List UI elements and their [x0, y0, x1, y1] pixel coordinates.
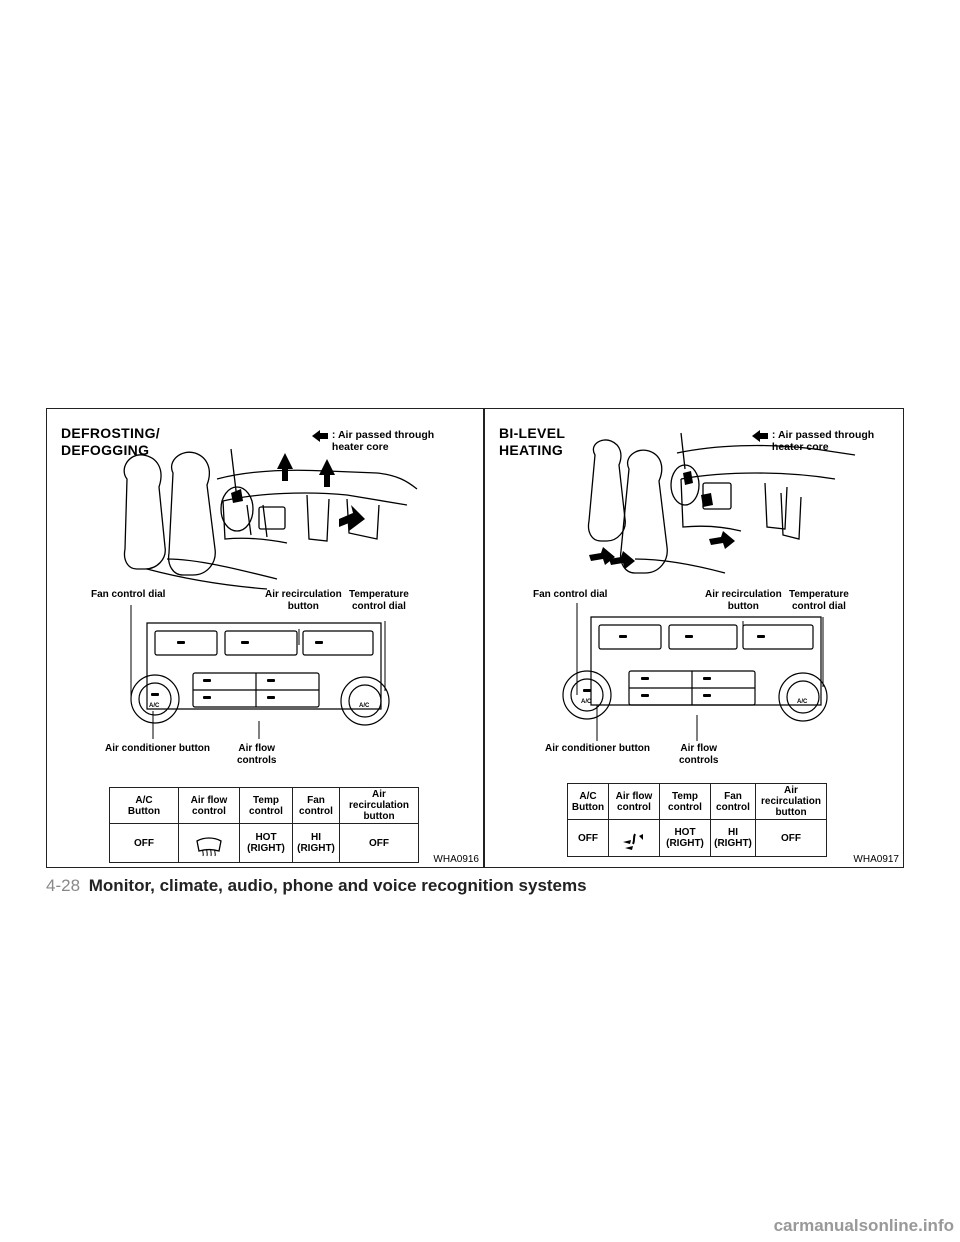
air-flow-controls-label: Air flow controls — [237, 743, 277, 766]
cell-fan: HI (RIGHT) — [710, 819, 756, 857]
header-recirculation: Air recirculation button — [755, 783, 827, 820]
legend: : Air passed through heater core — [311, 429, 434, 453]
air-recirculation-button-label: Air recirculation button — [705, 589, 782, 612]
heater-arrow-icon — [312, 430, 328, 442]
ac-dial-label: A/C — [581, 699, 592, 705]
cell-airflow — [178, 823, 240, 863]
temperature-control-dial-label: Temperature control dial — [789, 589, 849, 612]
cell-temp: HOT (RIGHT) — [239, 823, 293, 863]
bi-level-heating-figure: BI-LEVEL HEATING : Air passed through he… — [484, 408, 904, 868]
table-row: OFF HOT (RIGHT) HI (RIGHT) OFF — [567, 819, 827, 857]
figure-code: WHA0916 — [433, 854, 479, 865]
legend-text: : Air passed through heater core — [331, 429, 435, 453]
figure-title: BI-LEVEL HEATING — [499, 425, 566, 458]
header-ac-button: A/C Button — [567, 783, 609, 820]
cell-fan: HI (RIGHT) — [292, 823, 340, 863]
fan-control-dial-label: Fan control dial — [533, 589, 608, 600]
cabin-illustration: A/C A/C — [123, 448, 418, 739]
cabin-illustration: A/C A/C — [562, 432, 856, 741]
air-flow-controls-label: Air flow controls — [679, 743, 719, 766]
page-footer: 4-28 Monitor, climate, audio, phone and … — [46, 876, 587, 896]
table-header-row: A/C Button Air flow control Temp control… — [109, 787, 419, 824]
ac-dial-label: A/C — [149, 703, 160, 709]
page-number: 4-28 — [46, 876, 81, 895]
cell-ac: OFF — [109, 823, 179, 863]
cell-airflow — [608, 819, 660, 857]
fan-control-dial-label: Fan control dial — [91, 589, 166, 600]
header-fan: Fan control — [292, 787, 340, 824]
settings-table: A/C Button Air flow control Temp control… — [109, 787, 419, 863]
air-recirculation-button-label: Air recirculation button — [265, 589, 342, 612]
cell-temp: HOT (RIGHT) — [659, 819, 711, 857]
header-fan: Fan control — [710, 783, 756, 820]
ac-dial-label: A/C — [797, 699, 808, 705]
bi-level-icon — [623, 833, 643, 850]
header-temp: Temp control — [239, 787, 293, 824]
air-conditioner-button-label: Air conditioner button — [545, 743, 650, 754]
table-row: OFF HOT (RIGHT) HI (RIGHT) OFF — [109, 823, 419, 863]
ac-dial-label: A/C — [359, 703, 370, 709]
cell-recirculation: OFF — [339, 823, 419, 863]
air-conditioner-button-label: Air conditioner button — [105, 743, 210, 754]
header-ac-button: A/C Button — [109, 787, 179, 824]
section-title: Monitor, climate, audio, phone and voice… — [88, 876, 587, 895]
heater-arrow-icon — [752, 430, 768, 442]
header-temp: Temp control — [659, 783, 711, 820]
defrost-icon — [196, 837, 222, 857]
cell-ac: OFF — [567, 819, 609, 857]
header-recirculation: Air recirculation button — [339, 787, 419, 824]
figure-title: DEFROSTING/ DEFOGGING — [61, 425, 160, 458]
temperature-control-dial-label: Temperature control dial — [349, 589, 409, 612]
header-airflow: Air flow control — [608, 783, 660, 820]
figure-code: WHA0917 — [853, 854, 899, 865]
defrosting-figure: DEFROSTING/ DEFOGGING : Air passed throu… — [46, 408, 484, 868]
watermark[interactable]: carmanualsonline.info — [773, 1216, 954, 1235]
table-header-row: A/C Button Air flow control Temp control… — [567, 783, 827, 820]
cell-recirculation: OFF — [755, 819, 827, 857]
settings-table: A/C Button Air flow control Temp control… — [567, 783, 827, 857]
header-airflow: Air flow control — [178, 787, 240, 824]
